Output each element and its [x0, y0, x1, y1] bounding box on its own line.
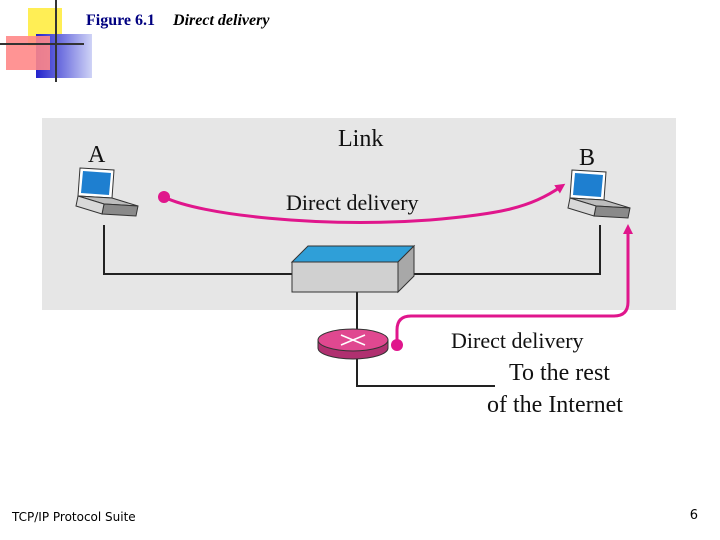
laptop-icon [75, 167, 139, 217]
figure-caption: Figure 6.1 Direct delivery [86, 12, 269, 30]
delivery-curve [163, 183, 566, 224]
label-rest-line1: To the rest [509, 360, 610, 386]
label-link: Link [338, 126, 383, 152]
bottom-delivery-path [391, 224, 633, 351]
label-b: B [579, 145, 595, 171]
label-a: A [88, 142, 106, 168]
footer-source: TCP/IP Protocol Suite [12, 510, 136, 524]
corner-decoration [0, 0, 100, 85]
wires [103, 225, 601, 387]
label-direct-delivery-bottom: Direct delivery [451, 328, 584, 353]
switch-icon [290, 244, 416, 294]
horizontal-line [0, 43, 84, 45]
label-rest-line2: of the Internet [487, 392, 623, 418]
figure-number: Figure 6.1 [86, 12, 156, 29]
page-number: 6 [689, 508, 698, 523]
delivery-curve [395, 224, 633, 345]
top-delivery-path [158, 183, 566, 224]
figure-title: Direct delivery [173, 12, 270, 29]
red-block [6, 36, 50, 70]
laptop-icon [567, 169, 631, 219]
router-icon [317, 328, 389, 360]
vertical-line [55, 0, 57, 82]
label-direct-delivery-top: Direct delivery [286, 190, 419, 215]
